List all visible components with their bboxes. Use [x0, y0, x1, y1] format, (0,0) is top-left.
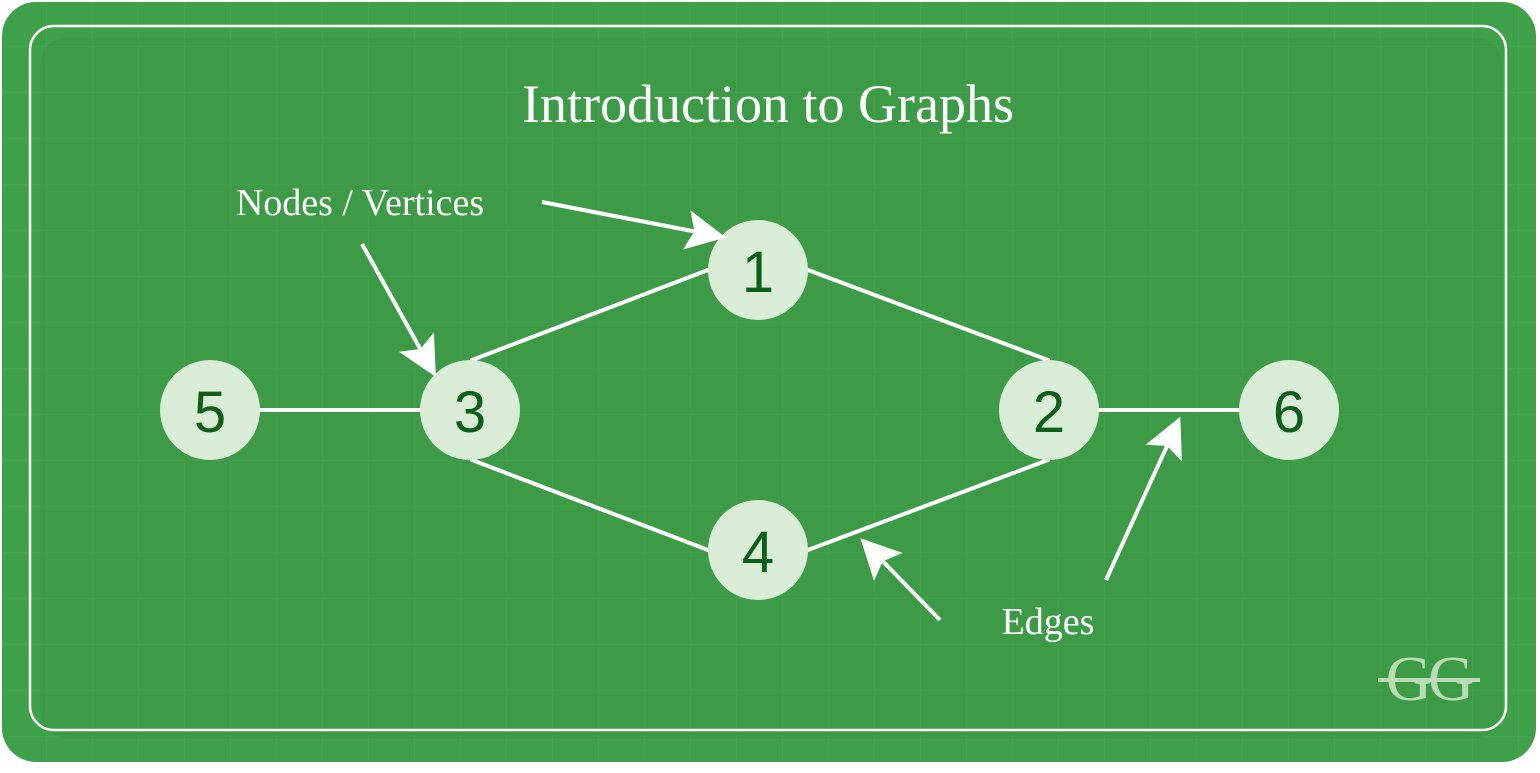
node-1-label: 1 [742, 240, 774, 305]
nodes-annotation-label: Nodes / Vertices [236, 182, 484, 224]
nodes-arrow-to-1 [541, 200, 726, 250]
edges-group [258, 268, 1242, 552]
geeksforgeeks-logo-icon: GG [1378, 643, 1480, 714]
edge-3-4 [470, 458, 710, 552]
edge-3-1 [470, 268, 710, 362]
node-6-label: 6 [1273, 380, 1305, 445]
node-4: 4 [708, 500, 808, 600]
node-4-label: 4 [742, 520, 774, 585]
card-texture [2, 2, 1536, 762]
edge-1-2 [806, 268, 1050, 362]
edge-4-2 [806, 458, 1050, 552]
node-2-label: 2 [1033, 380, 1065, 445]
node-3: 3 [420, 360, 520, 460]
node-6: 6 [1239, 360, 1339, 460]
edges-annotation-label: Edges [1002, 601, 1095, 643]
node-1: 1 [708, 220, 808, 320]
edges-arrow-to-edge-2-6 [1104, 416, 1182, 581]
card-border [28, 24, 1508, 732]
node-3-label: 3 [454, 380, 486, 445]
node-2: 2 [999, 360, 1099, 460]
nodes-arrow-to-3 [360, 243, 436, 377]
edges-arrow-to-edge-4-2 [860, 538, 942, 622]
node-5: 5 [160, 360, 260, 460]
node-5-label: 5 [194, 380, 226, 445]
page-title: Introduction to Graphs [522, 74, 1014, 134]
